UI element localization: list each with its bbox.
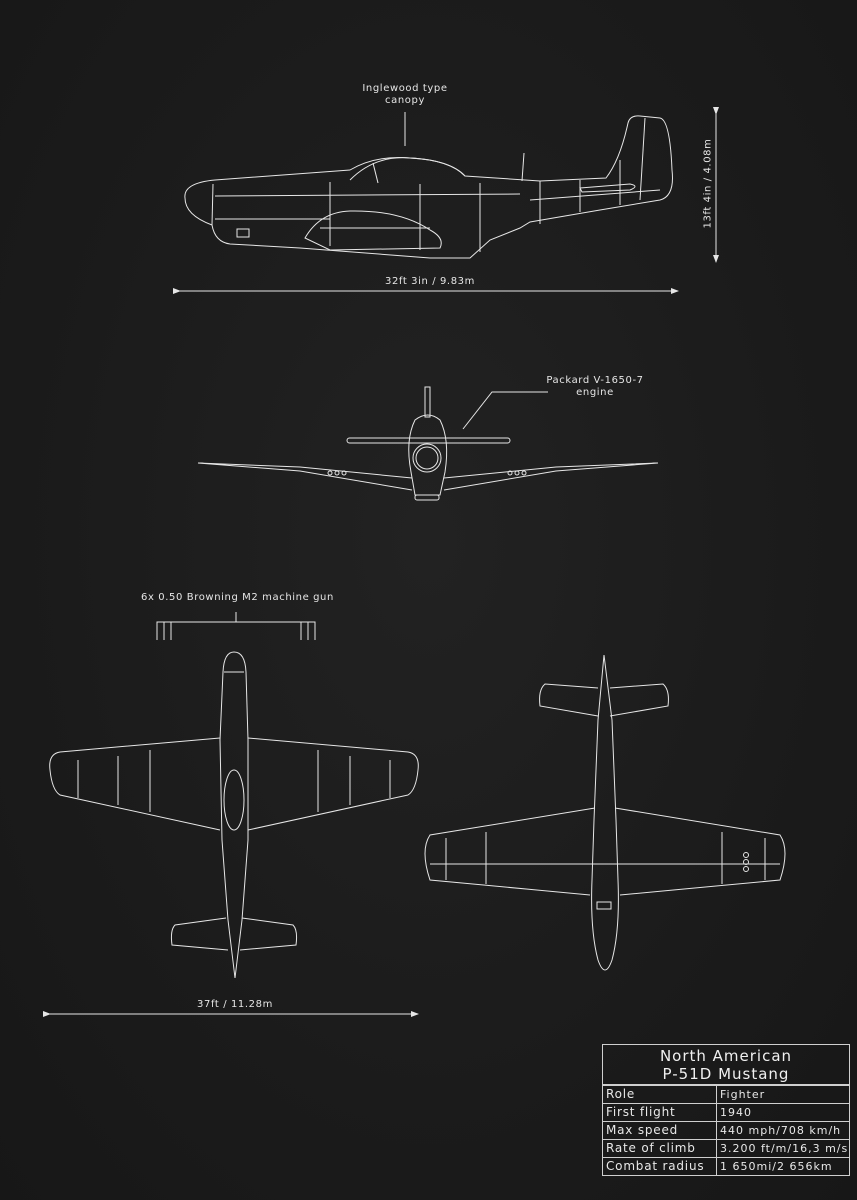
- aircraft-model: P-51D Mustang: [662, 1065, 790, 1083]
- front-view-aircraft: [197, 386, 659, 501]
- spec-key: First flight: [603, 1104, 717, 1121]
- spec-table: North American P-51D Mustang Role Fighte…: [602, 1044, 850, 1176]
- length-label: 32ft 3in / 9.83m: [385, 276, 475, 287]
- spec-value: 440 mph/708 km/h: [720, 1124, 842, 1137]
- top-view-aircraft: [49, 612, 419, 979]
- spec-key: Rate of climb: [603, 1140, 717, 1157]
- bottom-view-aircraft: [424, 654, 786, 971]
- spec-value: 1 650mi/2 656km: [720, 1160, 833, 1173]
- wingspan-label: 37ft / 11.28m: [197, 999, 273, 1010]
- canopy-label-line1: Inglewood type: [362, 83, 448, 94]
- spec-key: Combat radius: [603, 1158, 717, 1175]
- canopy-label: Inglewood type canopy: [345, 83, 465, 107]
- spec-value: 3.200 ft/m/16,3 m/s: [720, 1142, 849, 1155]
- engine-label-line1: Packard V-1650-7: [546, 375, 644, 386]
- engine-label: Packard V-1650-7 engine: [540, 375, 650, 399]
- height-label: 13ft 4in / 4.08m: [702, 138, 714, 229]
- spec-key: Role: [603, 1086, 717, 1103]
- guns-label: 6x 0.50 Browning M2 machine gun: [141, 592, 334, 603]
- spec-table-title: North American P-51D Mustang: [603, 1045, 849, 1085]
- spec-row-role: Role Fighter: [603, 1085, 849, 1103]
- spec-row-max-speed: Max speed 440 mph/708 km/h: [603, 1121, 849, 1139]
- spec-value: 1940: [720, 1106, 752, 1119]
- canopy-label-line2: canopy: [385, 95, 425, 106]
- spec-row-rate-of-climb: Rate of climb 3.200 ft/m/16,3 m/s: [603, 1139, 849, 1157]
- spec-value: Fighter: [720, 1088, 766, 1101]
- spec-row-first-flight: First flight 1940: [603, 1103, 849, 1121]
- manufacturer-name: North American: [659, 1047, 793, 1065]
- spec-row-combat-radius: Combat radius 1 650mi/2 656km: [603, 1157, 849, 1175]
- engine-label-line2: engine: [576, 387, 614, 398]
- engine-callout-line: [462, 391, 548, 430]
- side-view-aircraft: [184, 112, 673, 259]
- spec-key: Max speed: [603, 1122, 717, 1139]
